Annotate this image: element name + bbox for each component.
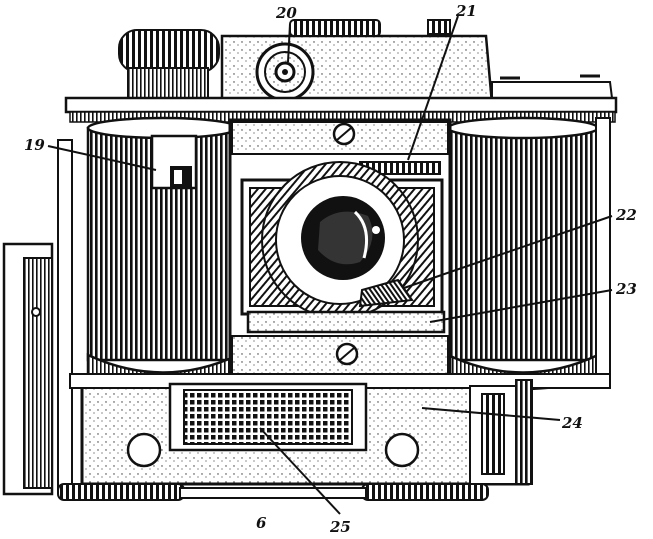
label-20: 20 [275,4,297,22]
label-19: 19 [24,136,45,154]
gate-base-23 [246,310,446,334]
frame-counter-dial [255,42,315,102]
label-24: 24 [561,414,583,432]
top-housing [118,19,614,106]
left-side-plate [2,139,73,496]
label-22: 22 [615,206,637,224]
right-film-spool [446,116,611,391]
leader-lines [47,15,613,515]
label-6: 6 [256,514,267,532]
lens-element [261,161,419,319]
mesh-grille-25 [168,382,368,452]
label-25: 25 [329,518,351,536]
label-23: 23 [615,280,637,298]
callout-labels: 19 20 21 22 23 24 25 6 [24,2,637,536]
film-guide-19 [150,134,198,190]
pressure-plate-22 [358,278,414,308]
label-21: 21 [455,2,477,20]
